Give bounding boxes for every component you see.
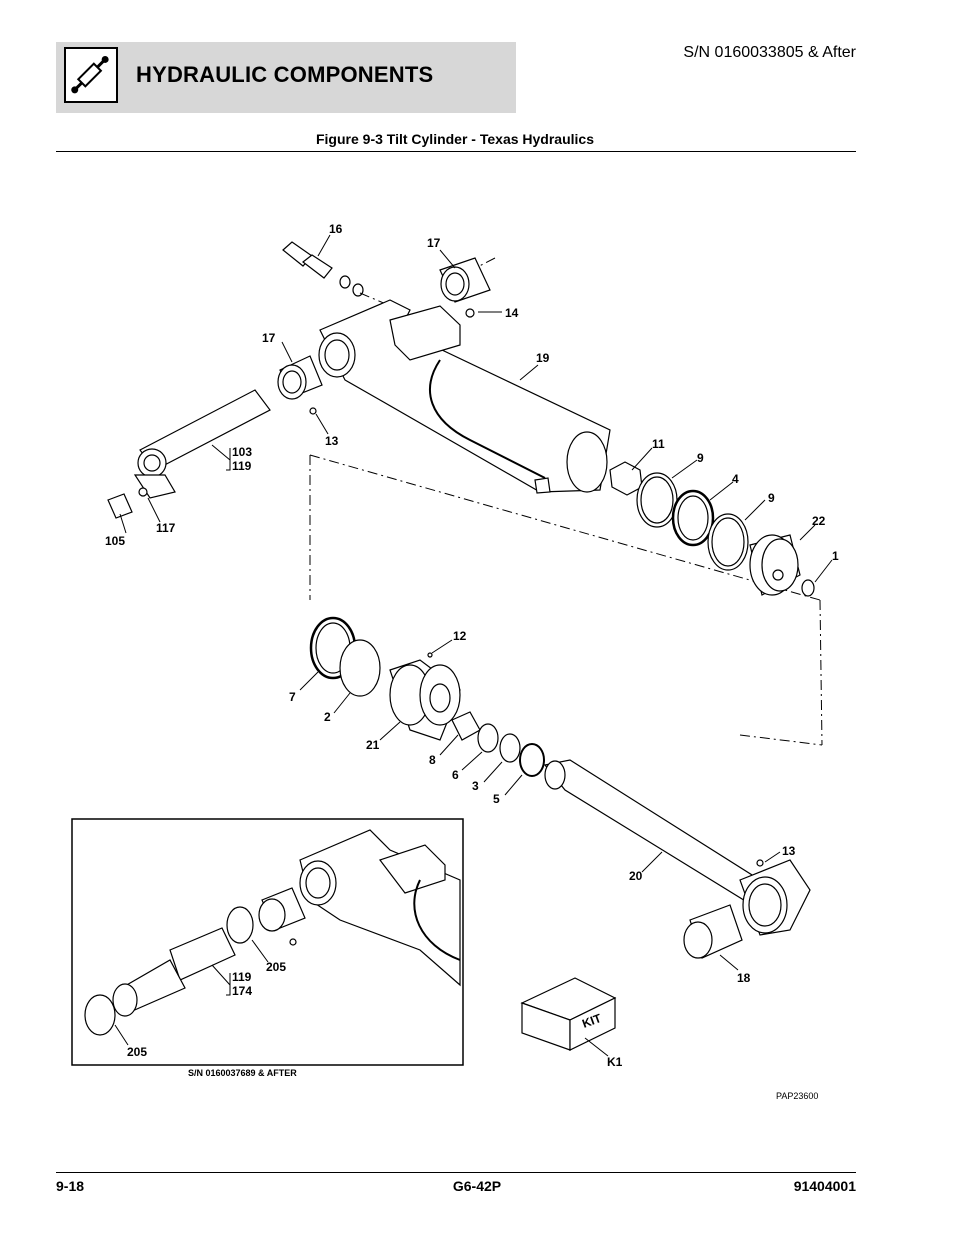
callout-103: 103 bbox=[232, 445, 252, 459]
callout-17-left: 17 bbox=[262, 331, 276, 345]
callout-3: 3 bbox=[472, 779, 479, 793]
inset-callout-174: 174 bbox=[232, 984, 252, 998]
drawing-code: PAP23600 bbox=[776, 1091, 818, 1101]
callout-21: 21 bbox=[366, 738, 380, 752]
kit-box bbox=[520, 977, 617, 1051]
figure-title: Figure 9-3 Tilt Cylinder - Texas Hydraul… bbox=[315, 131, 594, 147]
callout-9-upper: 9 bbox=[697, 451, 704, 465]
callout-18: 18 bbox=[737, 971, 751, 985]
bushing-upper bbox=[439, 257, 491, 303]
callout-9-lower: 9 bbox=[768, 491, 775, 505]
callout-2: 2 bbox=[324, 710, 331, 724]
clevis-pin bbox=[107, 389, 271, 519]
callout-1: 1 bbox=[832, 549, 839, 563]
piston-assembly bbox=[609, 461, 815, 597]
callout-117: 117 bbox=[156, 521, 176, 535]
inset-callout-205-lower: 205 bbox=[127, 1045, 147, 1059]
inset-callout-119: 119 bbox=[232, 970, 252, 984]
header-rule bbox=[56, 151, 856, 152]
inset-drawing bbox=[84, 829, 461, 1036]
hydraulic-cylinder-icon bbox=[64, 47, 118, 103]
footer-rule bbox=[56, 1172, 856, 1173]
callout-16: 16 bbox=[329, 222, 343, 236]
model-number: G6-42P bbox=[452, 1178, 502, 1194]
inset-caption: S/N 0160037689 & AFTER bbox=[188, 1068, 297, 1078]
callout-11: 11 bbox=[652, 437, 665, 451]
document-number: 91404001 bbox=[793, 1178, 856, 1194]
section-title: HYDRAULIC COMPONENTS bbox=[136, 62, 434, 87]
callout-6: 6 bbox=[452, 768, 459, 782]
callout-105: 105 bbox=[105, 534, 125, 548]
callout-13-upper: 13 bbox=[325, 434, 339, 448]
callout-22: 22 bbox=[812, 514, 826, 528]
serial-number-range: S/N 0160033805 & After bbox=[683, 44, 856, 61]
header-banner bbox=[56, 42, 516, 113]
piston-rod bbox=[543, 759, 811, 959]
callout-4: 4 bbox=[732, 472, 739, 486]
page-number: 9-18 bbox=[56, 1178, 85, 1194]
callout-13-lower: 13 bbox=[782, 844, 796, 858]
cylinder-barrel bbox=[309, 299, 611, 494]
relief-valve bbox=[282, 241, 364, 297]
callout-5: 5 bbox=[493, 792, 500, 806]
callout-12: 12 bbox=[453, 629, 467, 643]
callout-K1: K1 bbox=[607, 1055, 623, 1069]
callout-19: 19 bbox=[536, 351, 550, 365]
kit-label: KIT bbox=[580, 1011, 604, 1031]
inset-callout-205-upper: 205 bbox=[266, 960, 286, 974]
callout-119: 119 bbox=[232, 459, 252, 473]
callout-14: 14 bbox=[505, 306, 519, 320]
callout-7: 7 bbox=[289, 690, 296, 704]
bushing-left bbox=[277, 355, 323, 400]
callout-20: 20 bbox=[629, 869, 643, 883]
callout-17-upper: 17 bbox=[427, 236, 441, 250]
callout-8: 8 bbox=[429, 753, 436, 767]
head-gland-assembly bbox=[309, 616, 545, 777]
